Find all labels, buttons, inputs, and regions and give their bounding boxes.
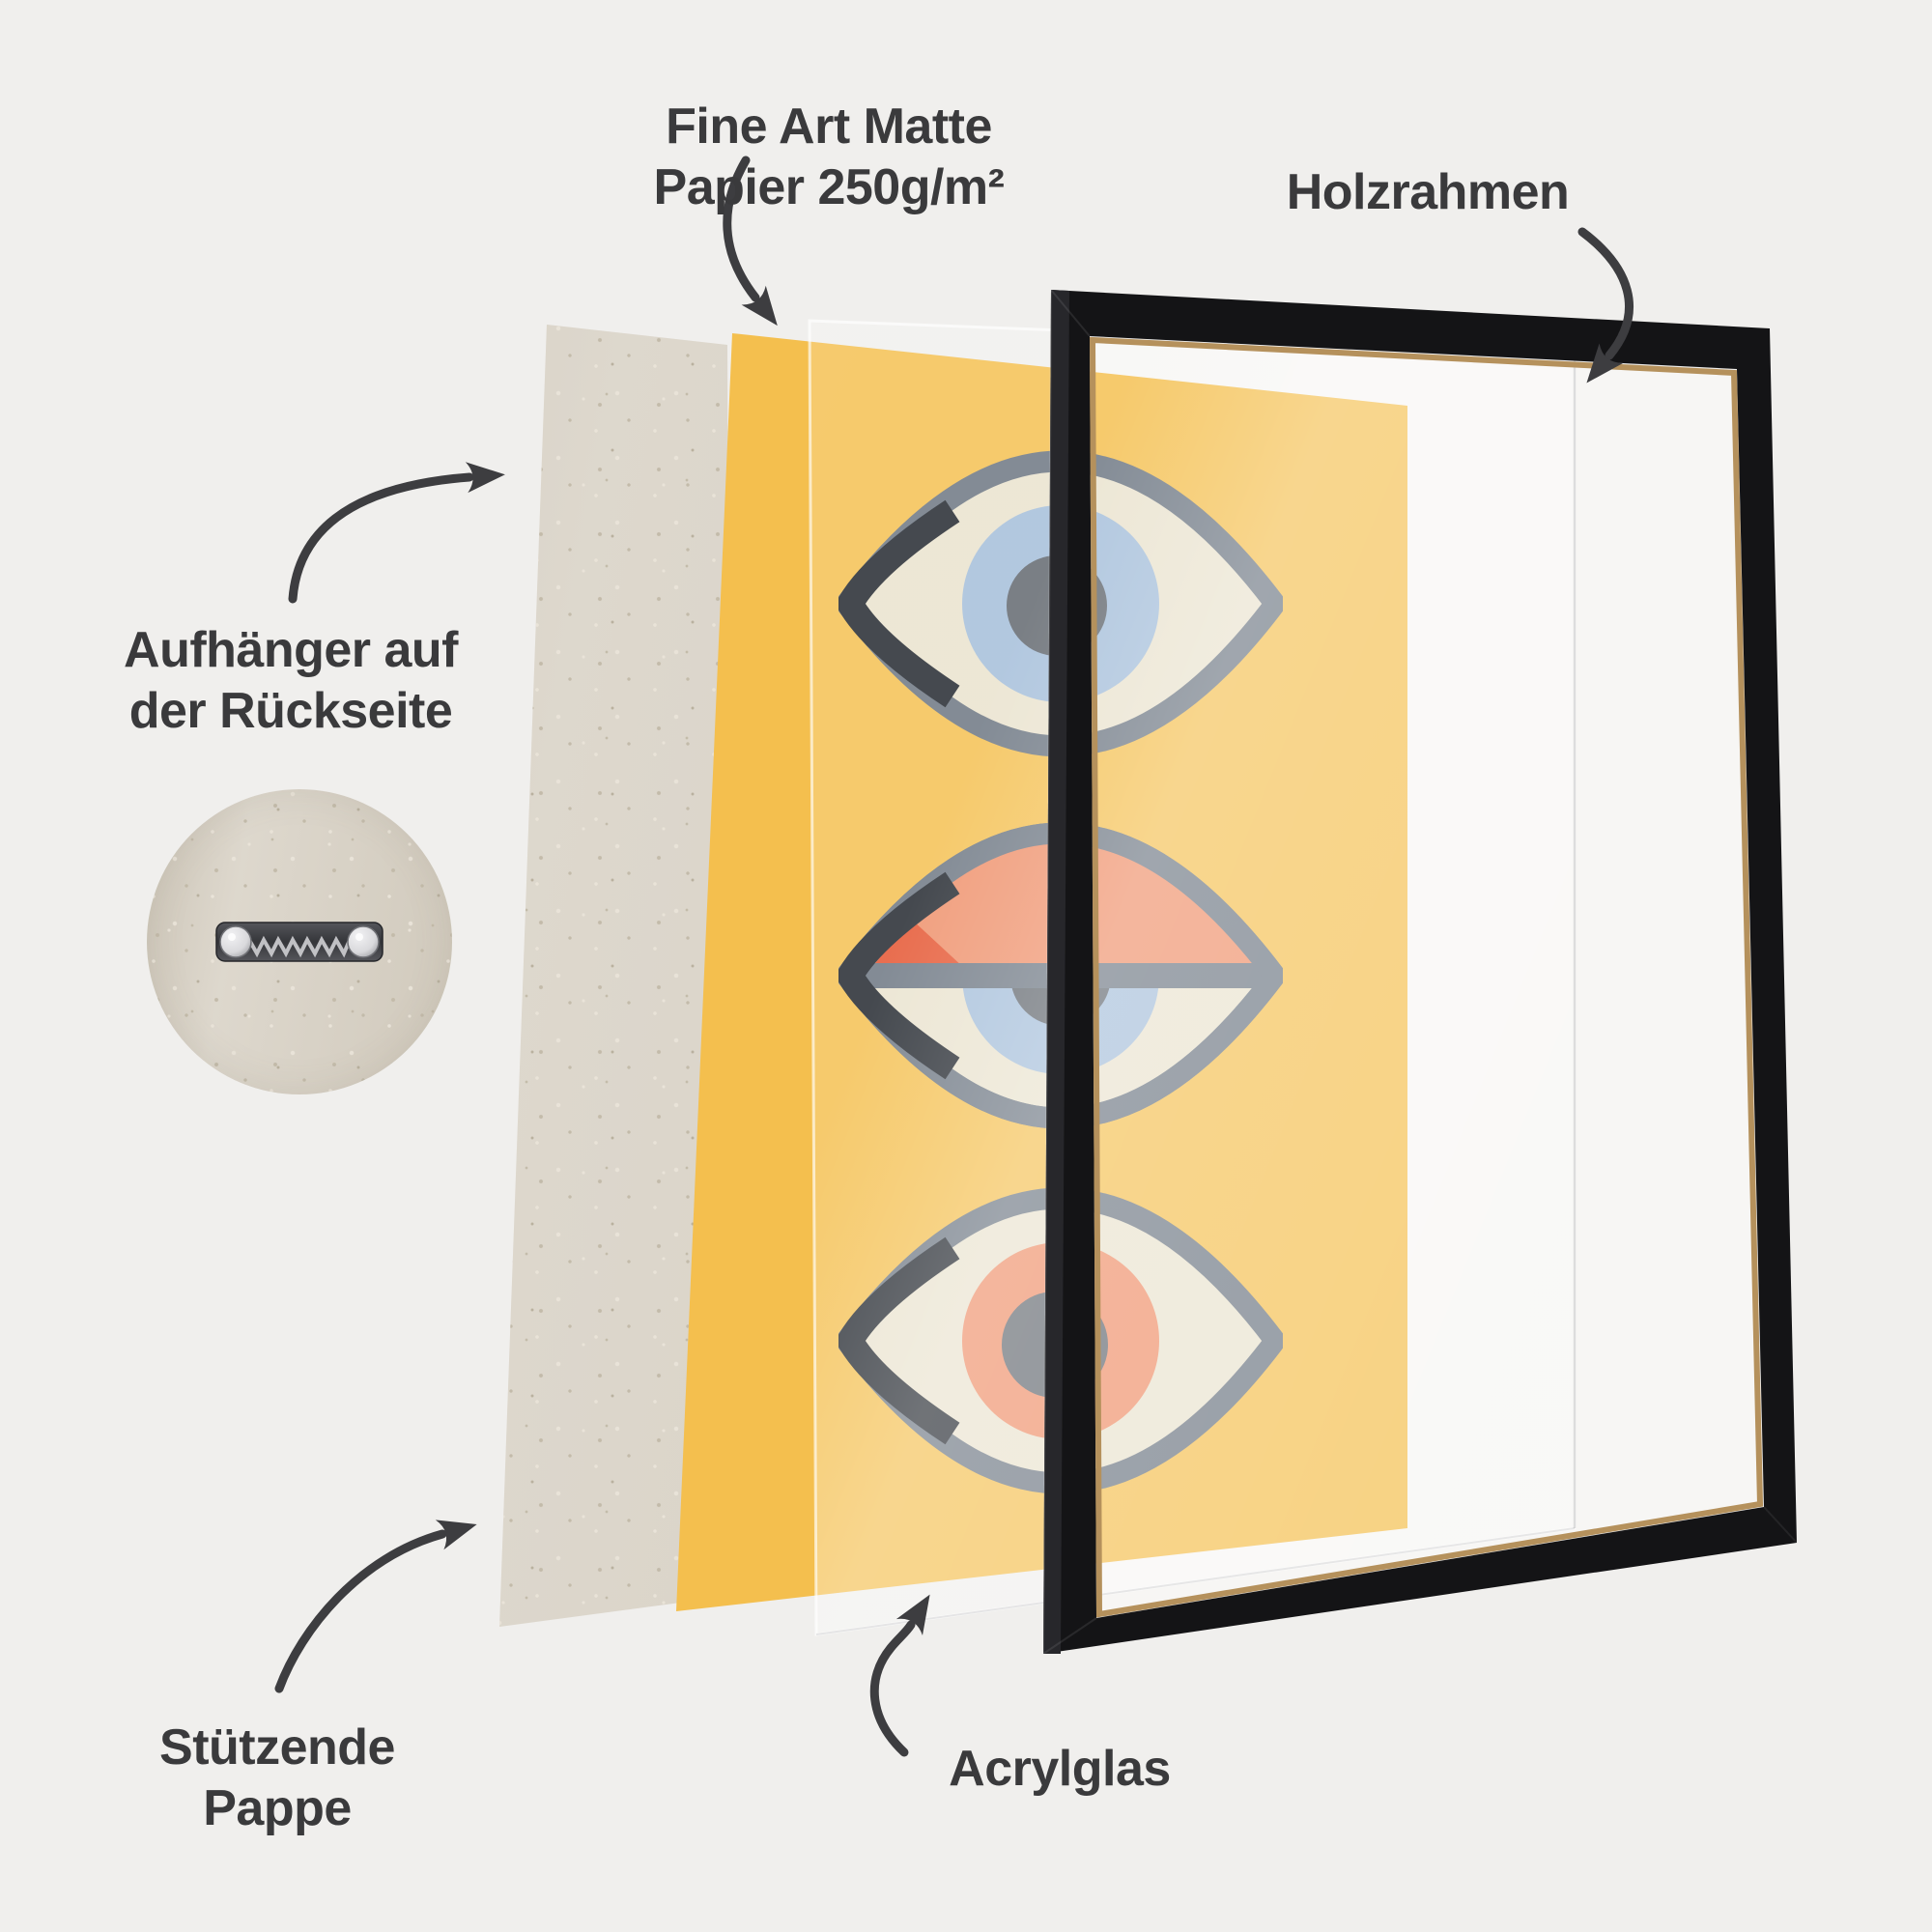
- label-acrylic: Acrylglas: [949, 1739, 1171, 1800]
- label-frame: Holzrahmen: [1287, 162, 1570, 223]
- label-frame-text: Holzrahmen: [1286, 164, 1570, 220]
- frame-depth-face: [1043, 290, 1069, 1654]
- label-cardboard: Stützende Pappe: [159, 1718, 395, 1839]
- label-paper-line2: Papier 250g/m²: [653, 159, 1005, 215]
- arrow-to-cardboard: [274, 1520, 477, 1693]
- sawtooth-hanger-icon: [215, 922, 384, 962]
- arrow-to-acrylic: [869, 1594, 930, 1757]
- label-paper: Fine Art Matte Papier 250g/m²: [654, 97, 1005, 218]
- label-cardboard-line1: Stützende: [159, 1719, 395, 1776]
- label-hanger-line2: der Rückseite: [128, 683, 453, 739]
- label-hanger-line1: Aufhänger auf: [124, 622, 458, 678]
- label-hanger: Aufhänger auf der Rückseite: [124, 620, 458, 742]
- label-acrylic-text: Acrylglas: [949, 1741, 1171, 1797]
- label-paper-line1: Fine Art Matte: [666, 99, 992, 155]
- arrow-to-paper: [723, 156, 778, 327]
- label-cardboard-line2: Pappe: [203, 1780, 352, 1836]
- arrow-to-hanger: [288, 462, 505, 604]
- arrow-to-frame: [1577, 227, 1634, 384]
